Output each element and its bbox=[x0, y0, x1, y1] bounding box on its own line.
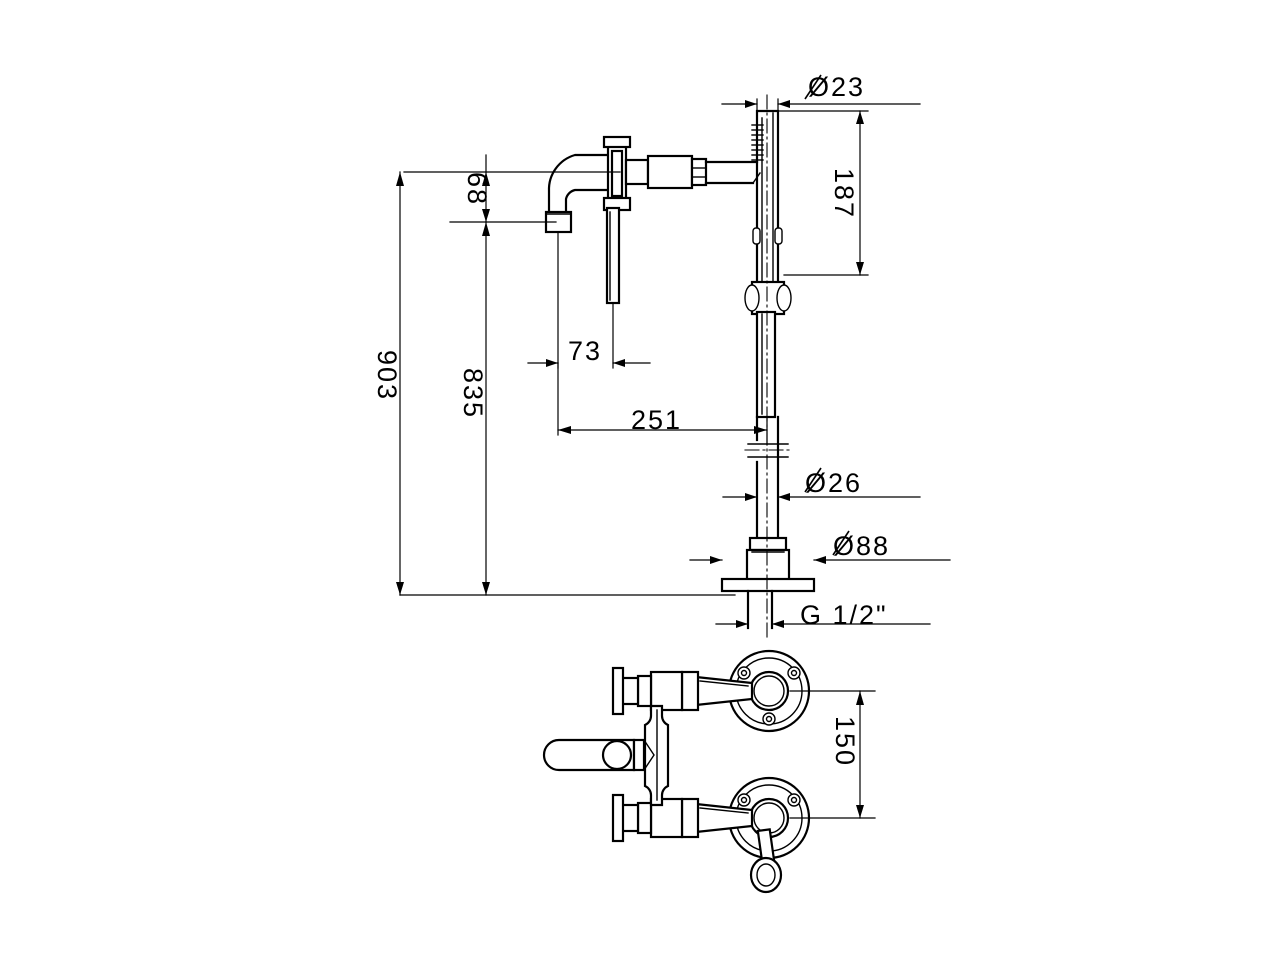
shower-knurl bbox=[751, 124, 764, 161]
upper-valve-collar bbox=[611, 666, 700, 716]
dim-label-gthread: G 1/2" bbox=[800, 600, 888, 630]
upper-inlet-pipe bbox=[694, 675, 754, 707]
dim-gthread bbox=[715, 620, 931, 628]
dim-label-73: 73 bbox=[568, 336, 603, 366]
dimension-set-elevation bbox=[396, 98, 951, 628]
dim-label-835: 835 bbox=[458, 368, 488, 420]
handle-rod bbox=[605, 206, 621, 305]
spout-assembly bbox=[544, 153, 619, 234]
elevation-view bbox=[544, 94, 816, 641]
dim-label-dia88: Ø88 bbox=[833, 531, 891, 561]
dim-label-903: 903 bbox=[372, 350, 402, 402]
dim-dia88 bbox=[689, 556, 951, 564]
dim-835 bbox=[482, 221, 490, 596]
central-body bbox=[643, 704, 670, 807]
dim-187 bbox=[777, 110, 869, 276]
dim-label-68: 68 bbox=[462, 172, 492, 207]
dim-dia23 bbox=[721, 98, 921, 116]
dim-label-251: 251 bbox=[631, 405, 683, 435]
riser-column bbox=[744, 415, 791, 540]
hose-connector bbox=[624, 154, 761, 190]
dim-dia26 bbox=[722, 493, 921, 501]
dim-251 bbox=[557, 362, 768, 446]
hose-hook bbox=[749, 828, 783, 894]
dim-label-dia23: Ø23 bbox=[808, 72, 866, 102]
lower-inlet-pipe bbox=[694, 802, 754, 834]
dim-150 bbox=[789, 690, 876, 819]
detail-view bbox=[542, 649, 876, 894]
dim-903 bbox=[396, 171, 736, 596]
dim-label-dia26: Ø26 bbox=[805, 468, 863, 498]
hand-shower bbox=[744, 109, 792, 419]
dim-68 bbox=[403, 154, 621, 223]
base-flange bbox=[720, 536, 816, 630]
lower-valve-collar bbox=[611, 793, 700, 843]
diameter-slash-marks bbox=[804, 74, 850, 556]
dim-73 bbox=[527, 231, 651, 369]
dim-label-150: 150 bbox=[830, 716, 860, 768]
mixer-lever-handle bbox=[542, 738, 655, 772]
dim-label-187: 187 bbox=[829, 168, 859, 220]
